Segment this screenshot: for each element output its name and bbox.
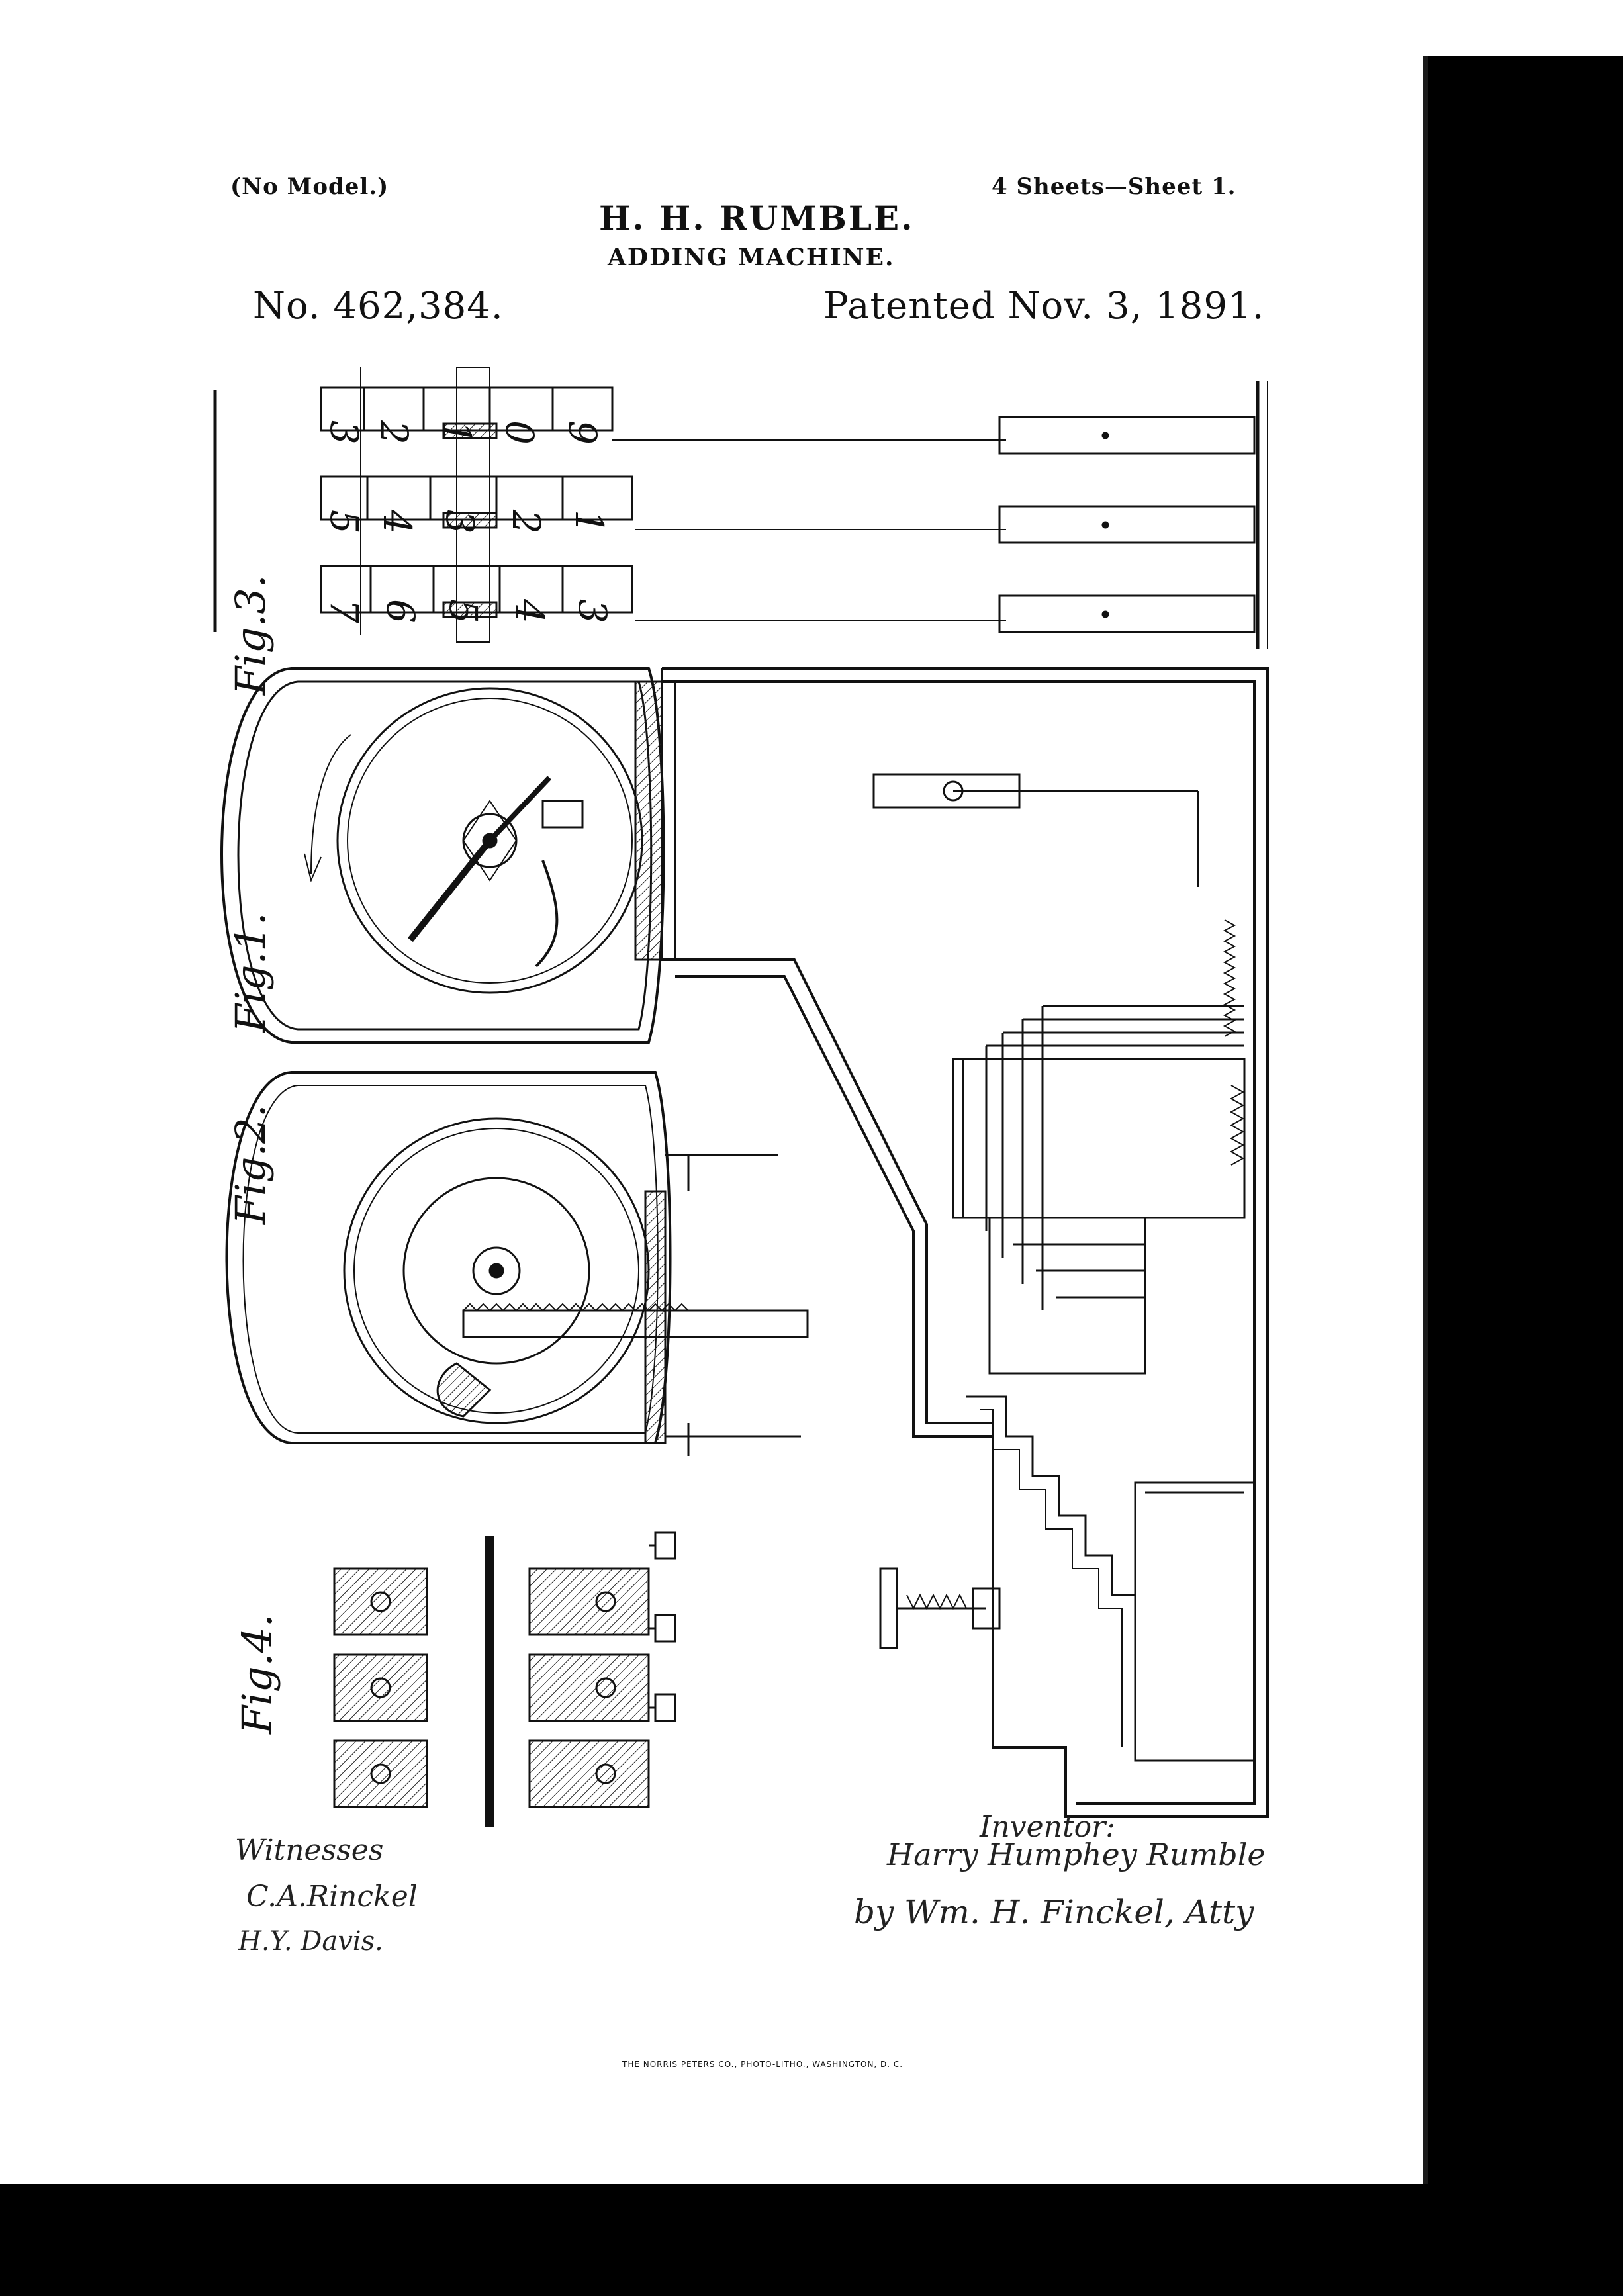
printer-imprint: THE NORRIS PETERS CO., PHOTO-LITHO., WAS… xyxy=(622,2060,904,2069)
digit-wheel-1-1: 2 xyxy=(371,420,416,445)
witness-1-signature: C.A.Rinckel xyxy=(246,1880,418,1913)
inventor-signature: Harry Humphey Rumble xyxy=(887,1837,1266,1872)
lever-assembly xyxy=(872,773,1199,887)
inventor-label: Inventor: xyxy=(980,1810,1115,1844)
patent-title: ADDING MACHINE. xyxy=(608,244,895,271)
patent-number: No. 462,384. xyxy=(253,285,504,328)
fig2-label: Fig.2. xyxy=(226,1105,275,1225)
digit-wheel-3-4: 3 xyxy=(570,599,615,623)
digit-wheel-1-2: 1 xyxy=(434,420,479,445)
sheet-count-label: 4 Sheets—Sheet 1. xyxy=(992,173,1236,200)
digit-wheel-1-4: 9 xyxy=(560,420,605,445)
no-model-label: (No Model.) xyxy=(230,173,389,200)
witness-2-signature: H.Y. Davis. xyxy=(238,1926,383,1956)
digit-wheel-3-2: 5 xyxy=(441,599,486,623)
figure-labels: Fig.1. Fig.2. Fig.3. Fig.4. xyxy=(226,575,281,1735)
fig1-label: Fig.1. xyxy=(226,913,275,1033)
scan-border-bottom xyxy=(0,2184,1623,2296)
stop-key xyxy=(879,1567,1001,1649)
digit-wheel-1-0: 3 xyxy=(322,420,367,445)
key-plates xyxy=(952,919,1256,1762)
inventor-heading: H. H. RUMBLE. xyxy=(599,199,915,238)
fig1-wheel-mechanism xyxy=(220,667,665,1044)
fig2-cam-mechanism xyxy=(225,1071,809,1456)
scan-border-right xyxy=(1423,56,1623,2296)
digit-wheel-3-1: 6 xyxy=(378,599,423,623)
patent-date: Patented Nov. 3, 1891. xyxy=(823,285,1265,328)
attorney-signature: by Wm. H. Finckel, Atty xyxy=(854,1893,1254,1931)
digit-wheel-2-3: 2 xyxy=(504,509,549,534)
digit-wheel-3-0: 7 xyxy=(322,599,367,623)
fig3-label: Fig.3. xyxy=(226,575,275,696)
fig3-counter-assembly xyxy=(213,367,1268,649)
digit-wheel-2-1: 4 xyxy=(375,509,420,534)
digit-wheel-1-3: 0 xyxy=(497,420,542,445)
digit-wheel-2-4: 1 xyxy=(567,510,612,534)
main-housing xyxy=(661,667,1269,1818)
fig3-digits: 3 2 1 0 9 5 4 3 2 1 7 6 5 4 3 xyxy=(322,420,615,623)
digit-wheel-2-2: 3 xyxy=(438,510,483,534)
digit-wheel-2-0: 5 xyxy=(322,510,367,534)
witnesses-label: Witnesses xyxy=(235,1833,384,1867)
fig4-section xyxy=(333,1531,676,1827)
digit-wheel-3-3: 4 xyxy=(507,598,552,623)
fig4-label: Fig.4. xyxy=(233,1614,281,1735)
